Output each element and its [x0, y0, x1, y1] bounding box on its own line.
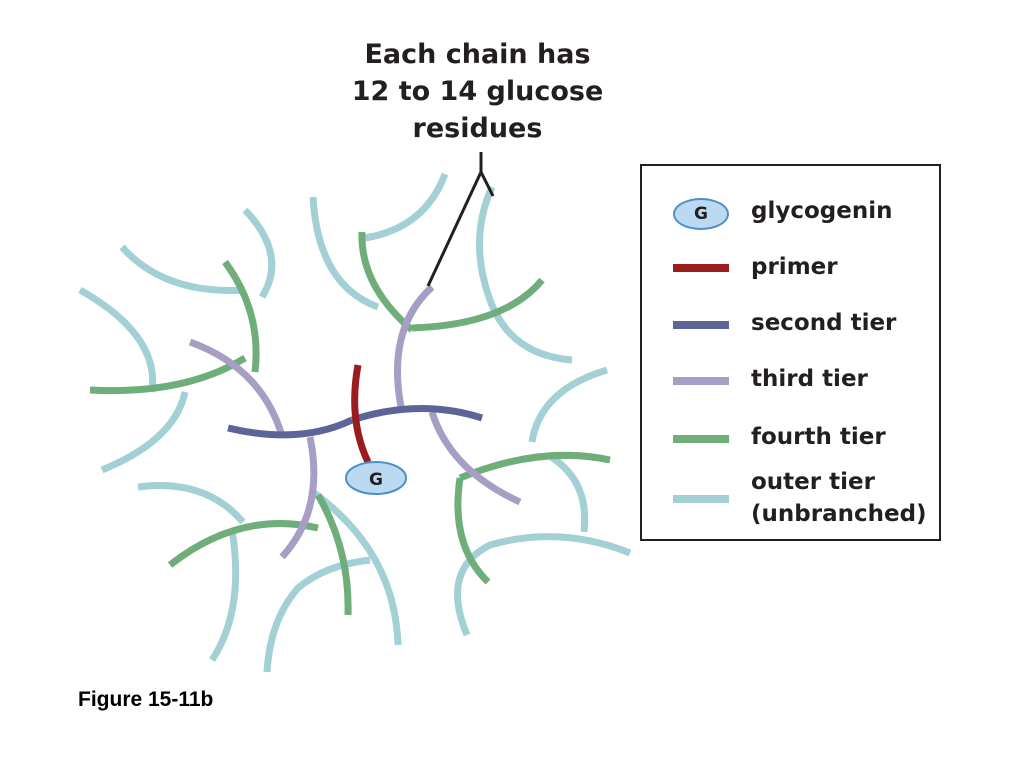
legend-label: third tier: [751, 366, 868, 392]
outer-tier-chain: [309, 196, 380, 311]
legend-label: primer: [751, 254, 838, 280]
fourth-tier-chain: [358, 231, 415, 333]
legend-item-glycogenin: G glycogenin: [642, 194, 939, 234]
third-tier-chain: [279, 436, 318, 560]
outer-tier-chain: [546, 451, 589, 533]
outer-tier-chains: [78, 172, 632, 673]
primer-chain: [351, 364, 372, 464]
fourth-tier-swatch: [673, 435, 729, 443]
legend-label: outer tier: [751, 469, 875, 495]
outer-tier-chain: [263, 556, 371, 673]
callout-line: 12 to 14 glucose: [351, 76, 604, 107]
second-tier-chain: [227, 416, 354, 439]
callout-branch: [479, 171, 495, 197]
legend-item-second-tier: second tier: [642, 308, 939, 348]
fourth-tier-chain: [458, 451, 611, 482]
fourth-tier-chains: [89, 231, 611, 616]
third-tier-chain: [188, 338, 286, 437]
outer-tier-chain: [137, 481, 246, 525]
legend-label-sub: (unbranched): [751, 501, 927, 527]
legend-item-primer: primer: [642, 252, 939, 292]
legend-item-outer-tier: outer tier (unbranched): [642, 468, 939, 538]
callout-line: Each chain has: [364, 39, 591, 70]
chain-length-callout: Each chain has 12 to 14 glucose residues: [330, 36, 625, 147]
outer-tier-chain: [209, 529, 240, 662]
callout-stem: [426, 152, 483, 287]
legend-label: second tier: [751, 310, 897, 336]
glycogenin-oval: [345, 461, 407, 495]
primer-swatch: [673, 264, 729, 272]
fourth-tier-chain: [454, 477, 491, 585]
legend: G glycogenin primer second tier third ti…: [640, 164, 941, 541]
primer-chain-group: [351, 364, 372, 464]
outer-tier-chain: [100, 391, 189, 474]
fourth-tier-chain: [89, 355, 247, 395]
outer-tier-chain: [528, 366, 609, 443]
legend-item-third-tier: third tier: [642, 364, 939, 404]
fourth-tier-chain: [314, 493, 352, 616]
third-tier-chains: [188, 284, 522, 560]
outer-tier-chain: [307, 487, 402, 646]
outer-tier-chain: [476, 185, 573, 364]
third-tier-chain: [428, 410, 522, 506]
callout-pointer: [426, 152, 495, 287]
outer-tier-chain: [454, 533, 632, 637]
outer-tier-chain: [242, 207, 276, 299]
outer-tier-chain: [119, 244, 246, 294]
second-tier-chain: [350, 405, 484, 424]
legend-label: glycogenin: [751, 198, 893, 224]
fourth-tier-chain: [411, 277, 545, 332]
figure-label: Figure 15-11b: [78, 688, 214, 711]
callout-line: residues: [412, 113, 543, 144]
outer-tier-swatch: [673, 495, 729, 503]
second-tier-chains: [227, 405, 484, 439]
glycogenin-legend-symbol: G: [673, 198, 729, 230]
legend-item-fourth-tier: fourth tier: [642, 422, 939, 462]
outer-tier-chain: [78, 286, 157, 393]
fourth-tier-chain: [222, 259, 260, 373]
second-tier-swatch: [673, 321, 729, 329]
third-tier-swatch: [673, 377, 729, 385]
third-tier-chain: [394, 284, 435, 413]
glycogenin-label: G: [369, 470, 383, 490]
outer-tier-chain: [364, 172, 449, 242]
glycogenin-node: G: [345, 461, 407, 495]
legend-label: fourth tier: [751, 424, 886, 450]
